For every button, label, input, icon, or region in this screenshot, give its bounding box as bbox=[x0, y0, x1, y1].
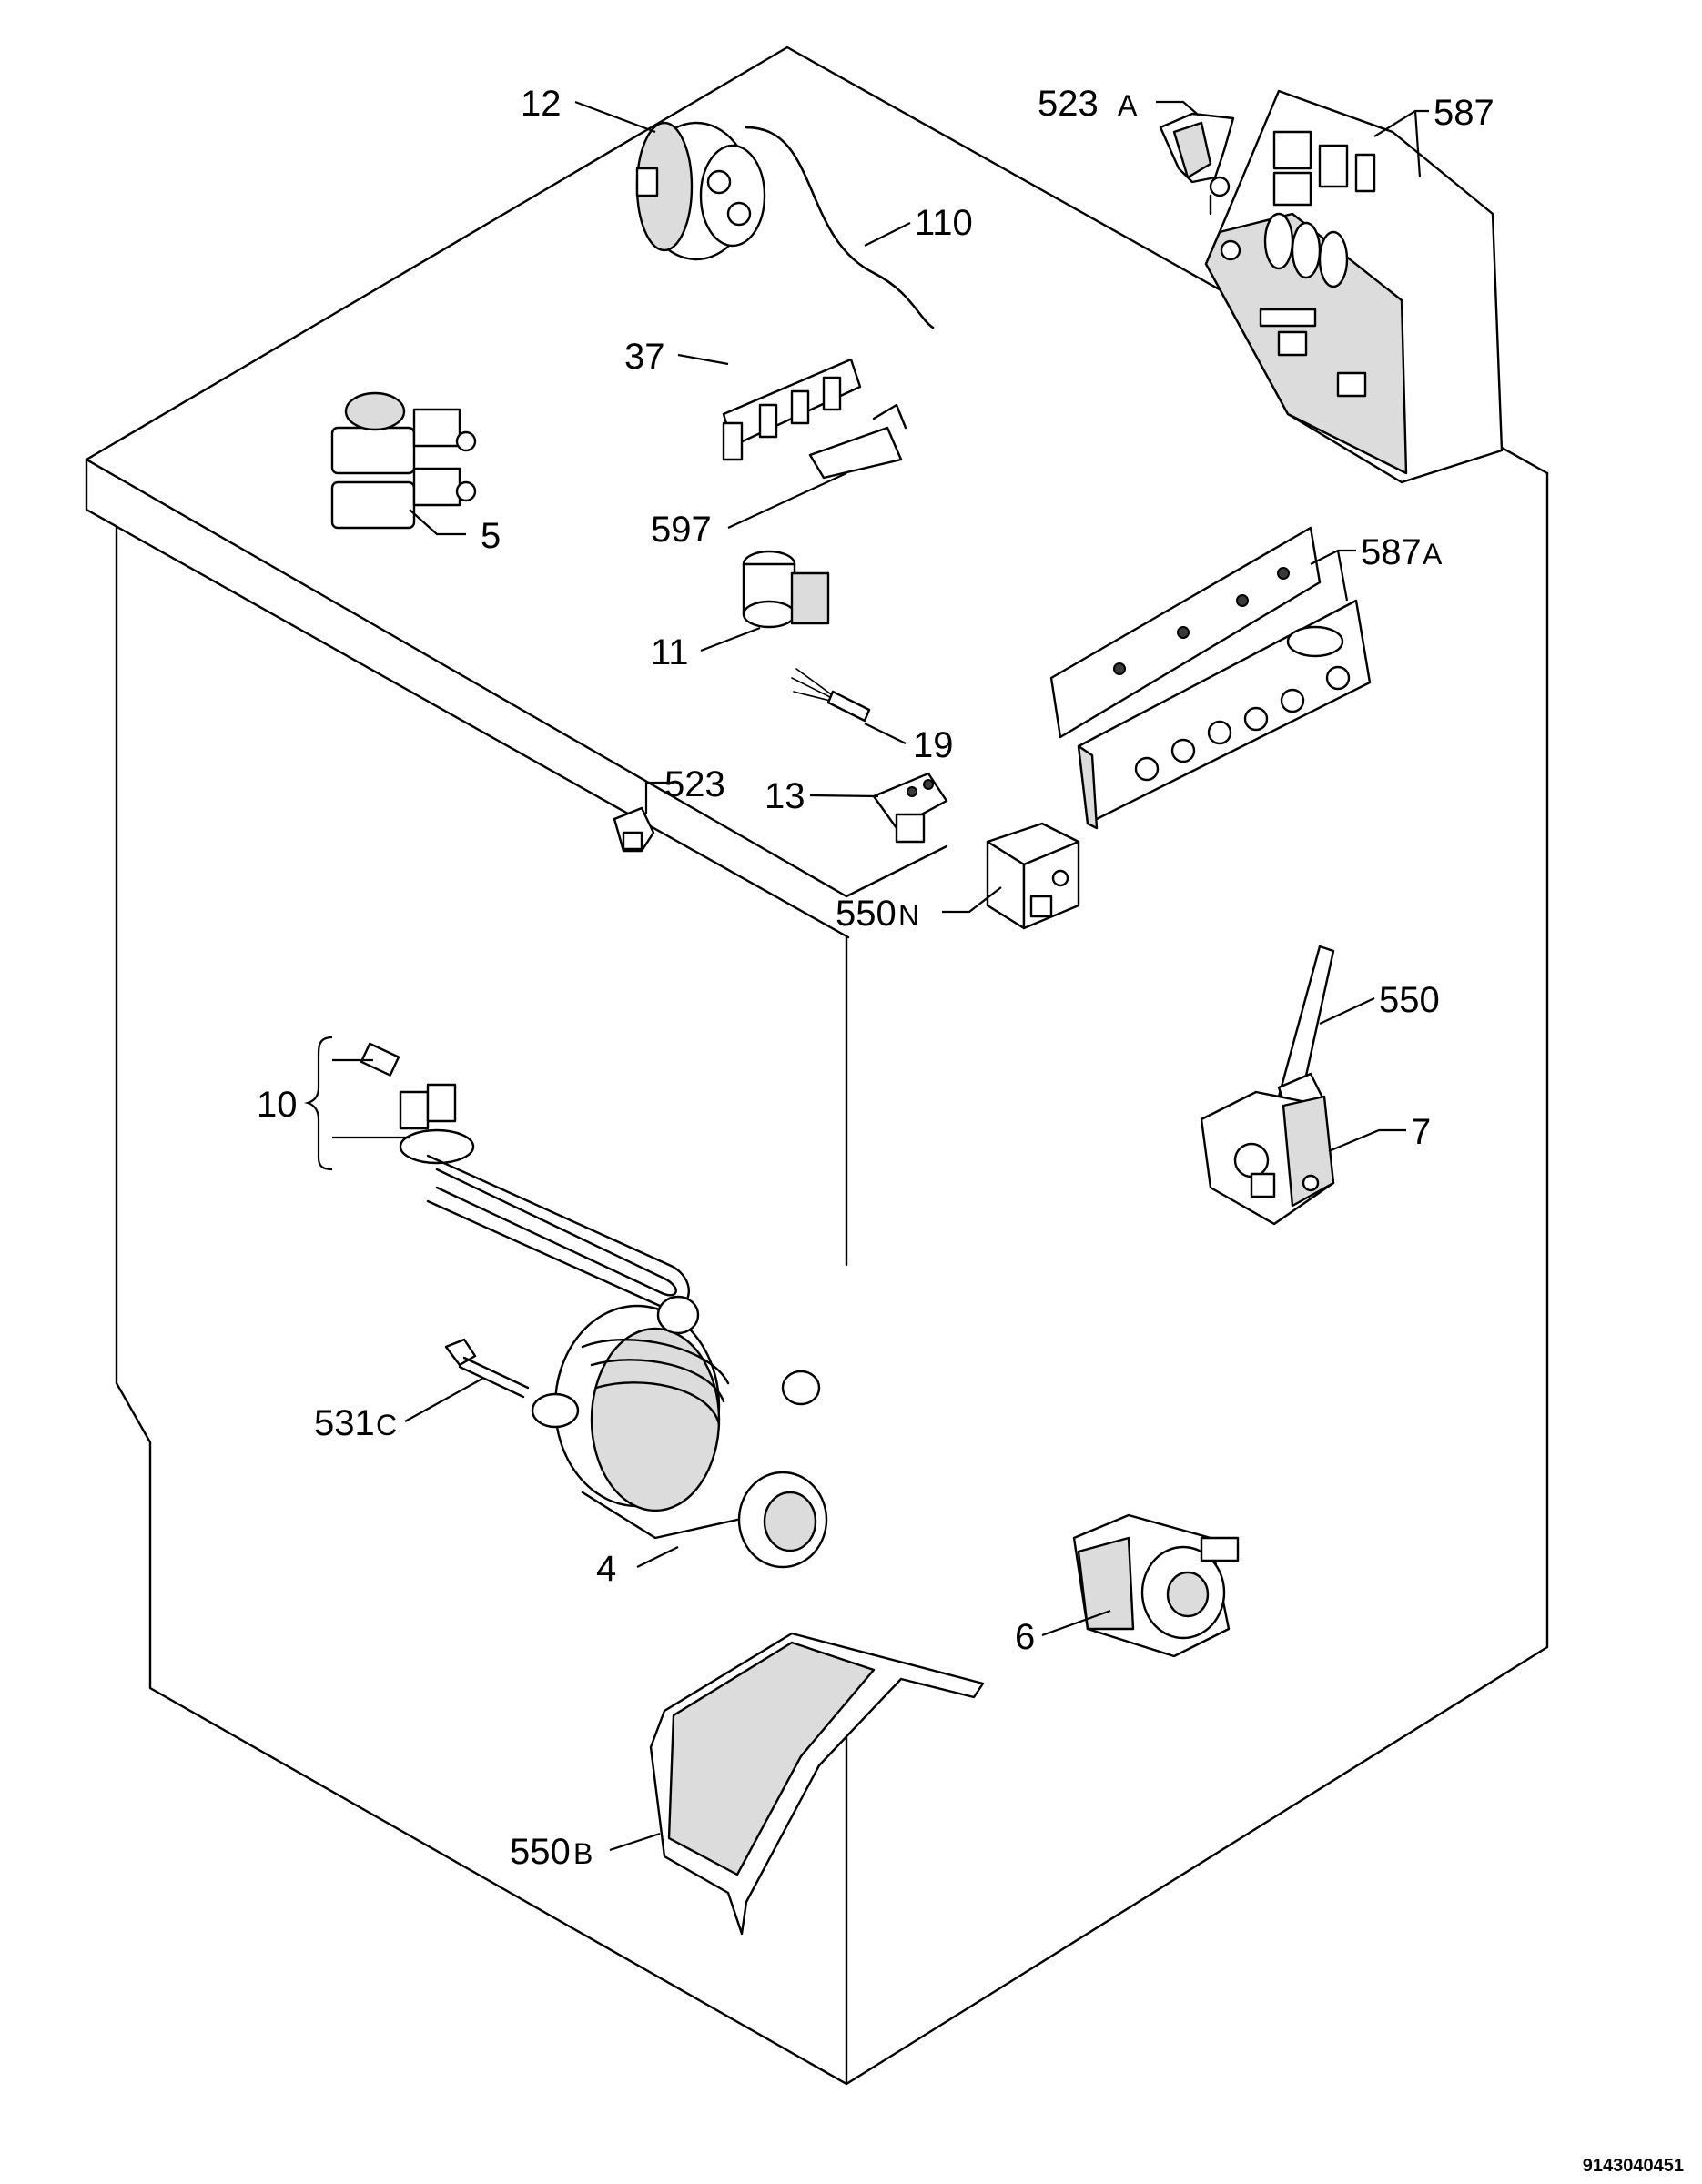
hose-part-110 bbox=[745, 126, 935, 329]
inlet-valve-part-5 bbox=[330, 391, 477, 530]
label-6: 6 bbox=[1015, 1617, 1035, 1657]
switch-part-6 bbox=[1072, 1513, 1240, 1658]
box-part-550n bbox=[986, 822, 1080, 930]
label-523a-suffix: A bbox=[1118, 89, 1138, 122]
door-lock-part-7 bbox=[1200, 1090, 1335, 1226]
label-597: 597 bbox=[651, 510, 712, 550]
display-board-part-587a bbox=[1049, 526, 1372, 830]
label-7: 7 bbox=[1411, 1112, 1431, 1152]
part-labels: 12 110 523 A 587 37 5 597 587 A 11 19 52… bbox=[257, 84, 1494, 1872]
leader-lines bbox=[304, 100, 1429, 1852]
label-550n-suffix: N bbox=[898, 899, 919, 932]
label-11: 11 bbox=[651, 632, 689, 672]
label-37: 37 bbox=[624, 337, 665, 377]
label-550b: 550 bbox=[510, 1832, 571, 1872]
label-587: 587 bbox=[1434, 93, 1494, 133]
terminal-block-part-37 bbox=[722, 358, 862, 461]
electronic-module-part-587 bbox=[1204, 89, 1504, 484]
label-4: 4 bbox=[596, 1549, 616, 1589]
clip-part-597 bbox=[808, 403, 907, 480]
label-531c-suffix: C bbox=[376, 1409, 397, 1441]
label-10: 10 bbox=[257, 1085, 298, 1125]
label-587a-suffix: A bbox=[1423, 538, 1443, 571]
label-550: 550 bbox=[1379, 980, 1440, 1020]
lamp-holder-part-523 bbox=[613, 806, 655, 853]
label-550n: 550 bbox=[836, 894, 897, 934]
pressure-switch-part-12 bbox=[635, 121, 766, 261]
sensor-part-19 bbox=[791, 668, 871, 723]
suppressor-part-11 bbox=[742, 550, 830, 629]
connector-part-13 bbox=[872, 772, 948, 844]
label-12: 12 bbox=[521, 84, 562, 124]
door-lock-lever-part-550 bbox=[1277, 945, 1335, 1117]
bolt-part-531c bbox=[444, 1338, 530, 1399]
label-110: 110 bbox=[915, 203, 973, 243]
drain-pump-part-4 bbox=[531, 1295, 828, 1569]
label-531c: 531 bbox=[314, 1403, 375, 1443]
label-523: 523 bbox=[664, 764, 725, 804]
lamp-holder-part-523a bbox=[1159, 112, 1235, 216]
document-number: 9143040451 bbox=[1583, 2156, 1684, 2176]
label-523a: 523 bbox=[1038, 84, 1099, 124]
label-5: 5 bbox=[481, 516, 501, 556]
label-19: 19 bbox=[913, 725, 954, 765]
label-13: 13 bbox=[765, 776, 805, 816]
label-550b-suffix: B bbox=[573, 1837, 593, 1870]
cover-part-550b bbox=[649, 1632, 985, 1936]
heating-element-part-10 bbox=[360, 1042, 690, 1310]
label-587a: 587 bbox=[1361, 532, 1422, 572]
